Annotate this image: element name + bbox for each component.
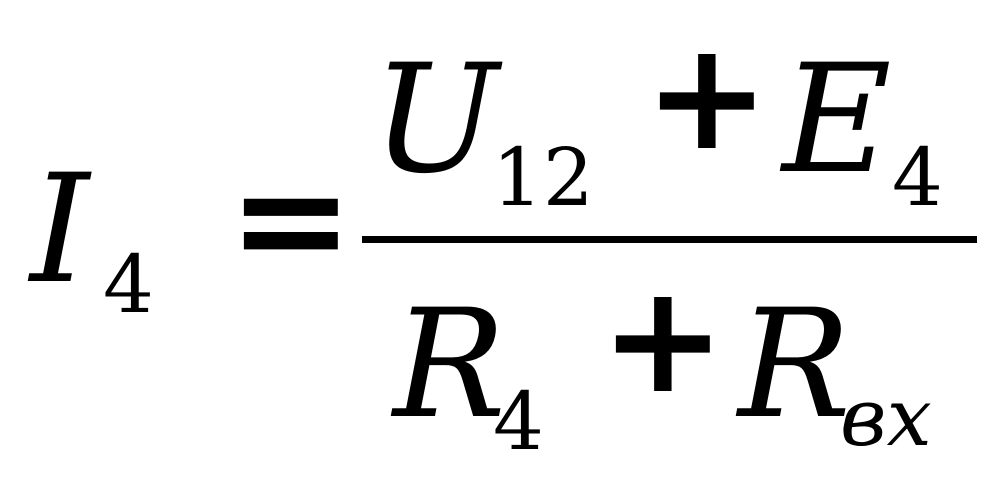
fraction-bar xyxy=(362,236,977,243)
lhs-symbol: I xyxy=(30,143,90,317)
denominator-term2-subscript: вх xyxy=(840,371,932,464)
denominator-term2-symbol: R xyxy=(738,278,851,452)
numerator-term1-subscript: 12 xyxy=(492,131,594,224)
numerator-term2-symbol: E xyxy=(782,33,892,207)
denominator-plus: + xyxy=(600,253,726,427)
numerator-plus: + xyxy=(644,10,770,184)
numerator-term2-subscript: 4 xyxy=(892,131,943,224)
lhs-subscript: 4 xyxy=(103,238,154,331)
numerator-term1-symbol: U xyxy=(372,33,499,207)
denominator-term1-subscript: 4 xyxy=(493,375,544,468)
denominator-term1-symbol: R xyxy=(393,278,506,452)
equals-sign: = xyxy=(228,133,354,307)
